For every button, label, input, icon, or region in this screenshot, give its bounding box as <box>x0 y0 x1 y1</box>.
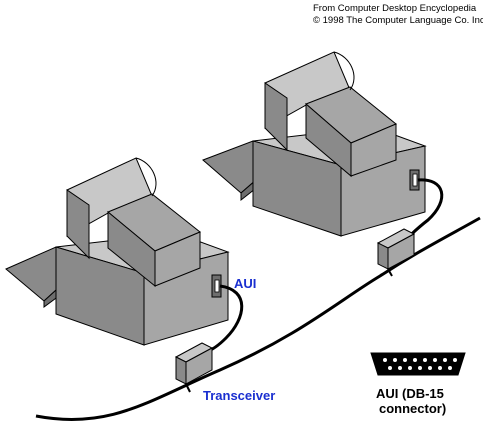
transceiver-icon <box>174 342 214 393</box>
computer-icon <box>202 51 427 237</box>
transceiver-icon <box>376 228 416 277</box>
transceiver-label: Transceiver <box>203 388 275 403</box>
computer-icon <box>5 157 230 346</box>
credit-line-1: From Computer Desktop Encyclopedia <box>313 3 477 14</box>
db15-connector-icon <box>370 352 466 376</box>
credit-line-2: © 1998 The Computer Language Co. Inc. <box>313 15 483 26</box>
connector-label-line-1: AUI (DB-15 <box>376 386 444 401</box>
aui-label: AUI <box>234 276 256 291</box>
ethernet-backbone-cable <box>35 216 481 421</box>
connector-label-line-2: connector) <box>379 401 446 416</box>
